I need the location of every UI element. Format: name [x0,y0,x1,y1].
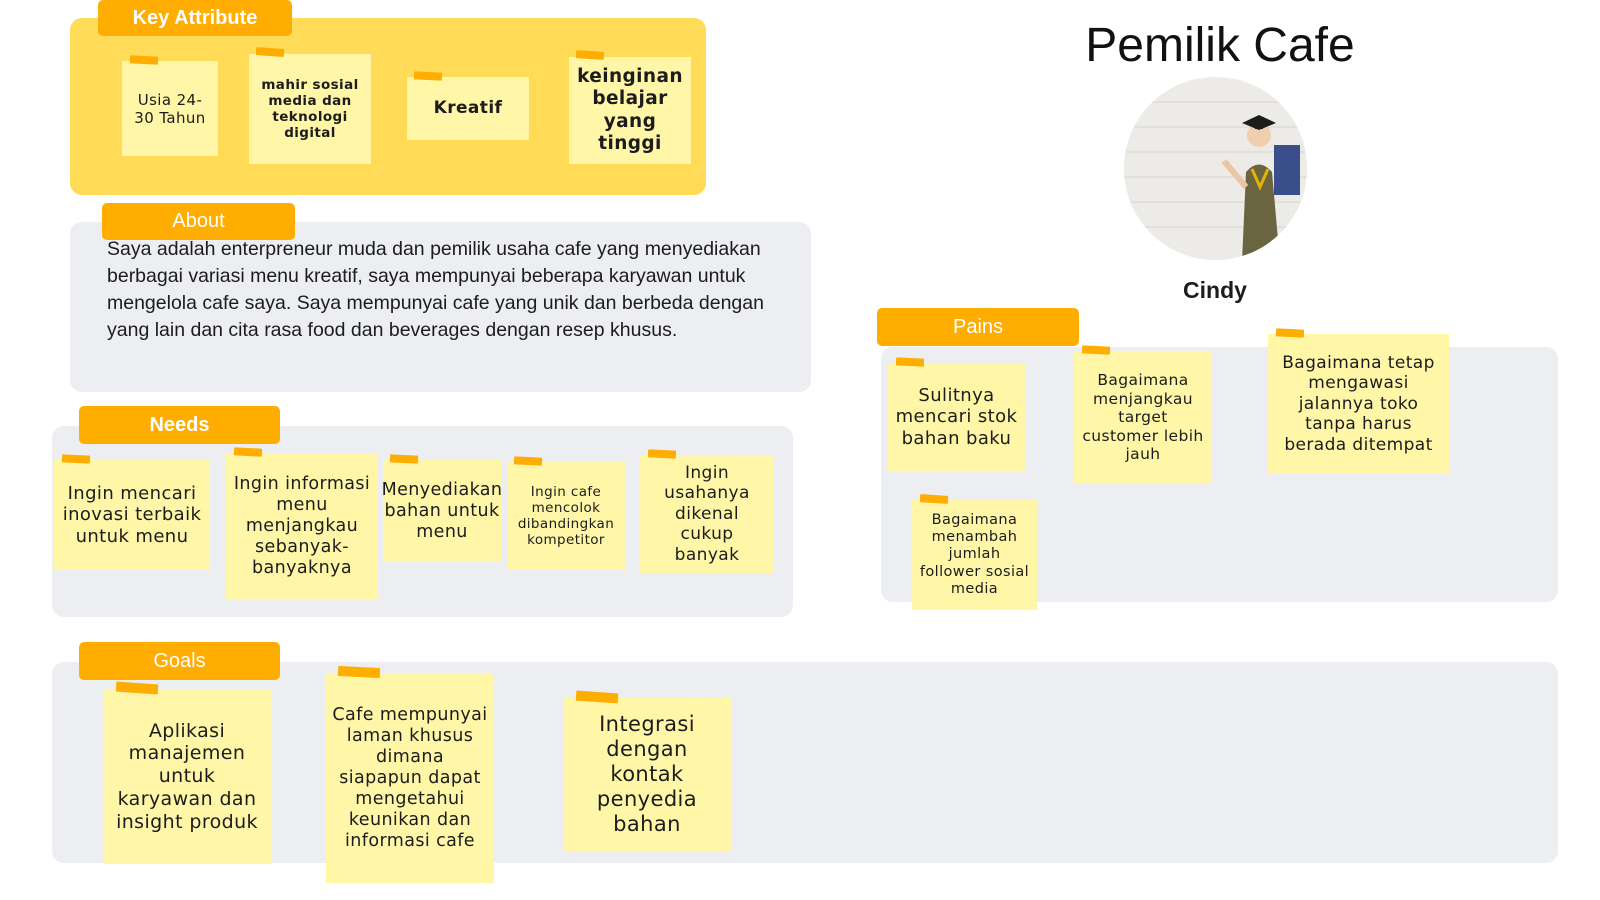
tape-strip [389,454,419,464]
tape-strip [61,454,91,464]
persona-name: Cindy [1183,277,1247,303]
persona-title: Pemilik Cafe [1085,19,1355,72]
key-attribute-note: Usia 24-30 Tahun [122,61,218,156]
about-text: Saya adalah enterpreneur muda dan pemili… [107,238,764,341]
key-attribute-header: Key Attribute [98,0,292,36]
goals-note: Integrasi dengan kontak penyedia bahan [563,698,731,851]
tape-strip [513,456,543,466]
graduate-woman-photo-icon [1124,77,1307,260]
avatar [1124,77,1307,260]
pains-header: Pains [877,308,1079,346]
tape-strip [337,665,381,679]
needs-note: Menyediakan bahan untuk menu [382,460,502,562]
needs-note: Ingin cafe mencolok dibandingkan kompeti… [507,462,625,570]
tape-strip [1081,345,1111,355]
needs-note: Ingin informasi menu menjangkau sebanyak… [226,453,378,600]
tape-strip [1275,328,1305,338]
pains-note: Bagaimana tetap mengawasi jalannya toko … [1268,334,1449,474]
tape-strip [647,449,677,459]
needs-header: Needs [79,406,280,444]
pains-note: Bagaimana menambah jumlah follower sosia… [912,500,1037,610]
goals-note: Aplikasi manajemen untuk karyawan dan in… [103,689,271,864]
tape-strip [129,55,159,65]
tape-strip [895,357,925,367]
key-attribute-note: mahir sosial media dan teknologi digital [249,54,371,164]
goals-panel [52,662,1558,863]
needs-note: Ingin mencari inovasi terbaik untuk menu [54,460,210,570]
tape-strip [233,447,263,457]
about-header: About [102,203,295,240]
goals-header: Goals [79,642,280,680]
key-attribute-note: keinginan belajar yang tinggi [569,57,691,164]
goals-note: Cafe mempunyai laman khusus dimana siapa… [326,673,494,883]
needs-note: Ingin usahanya dikenal cukup banyak [640,455,774,573]
about-panel [70,222,811,392]
key-attribute-note: Kreatif [407,77,529,140]
pains-note: Sulitnya mencari stok bahan baku [888,363,1025,471]
tape-strip [413,71,443,81]
pains-note: Bagaimana menjangkau target customer leb… [1074,351,1212,484]
